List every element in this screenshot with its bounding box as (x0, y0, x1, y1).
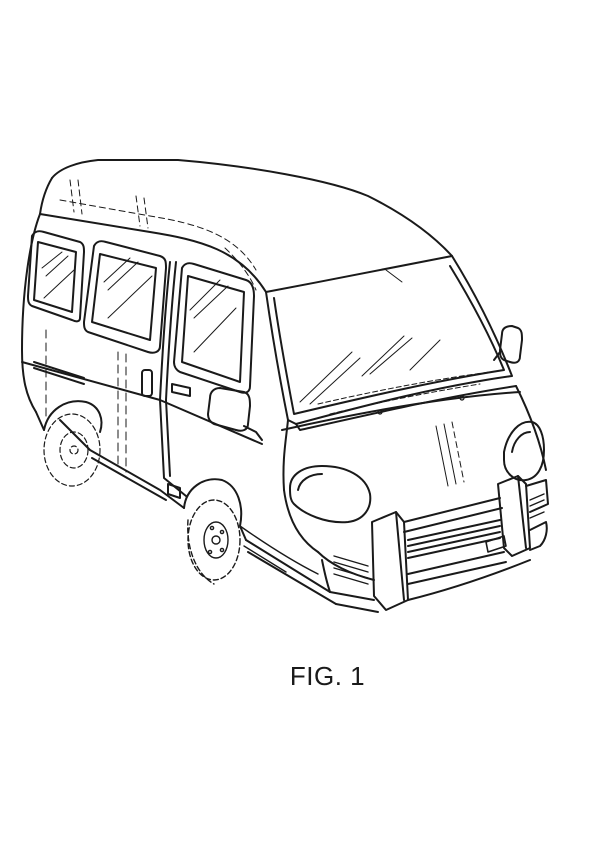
rear-wheel (43, 413, 101, 487)
side-body (21, 213, 337, 605)
left-mirror (207, 387, 263, 441)
side-shading (45, 329, 127, 473)
figure-caption: FIG. 1 (289, 661, 366, 691)
underbody (239, 525, 319, 575)
left-bumper-vent (333, 555, 369, 585)
front-face (265, 255, 547, 553)
roof-shading (59, 179, 257, 291)
wipers (317, 371, 491, 415)
windshield-glare (299, 269, 441, 405)
window-glare (41, 251, 237, 353)
front-wheel (187, 499, 241, 585)
roof (39, 159, 453, 293)
sliding-door (33, 261, 191, 499)
right-headlamp (503, 420, 545, 482)
front-shading (435, 421, 465, 487)
right-mirror (493, 325, 523, 364)
washer-nozzles (377, 395, 465, 415)
license-tab (485, 535, 507, 553)
right-bumper-vent (529, 493, 545, 519)
left-headlamp (289, 465, 372, 524)
side-windows (27, 230, 255, 394)
bull-bar (371, 475, 549, 611)
